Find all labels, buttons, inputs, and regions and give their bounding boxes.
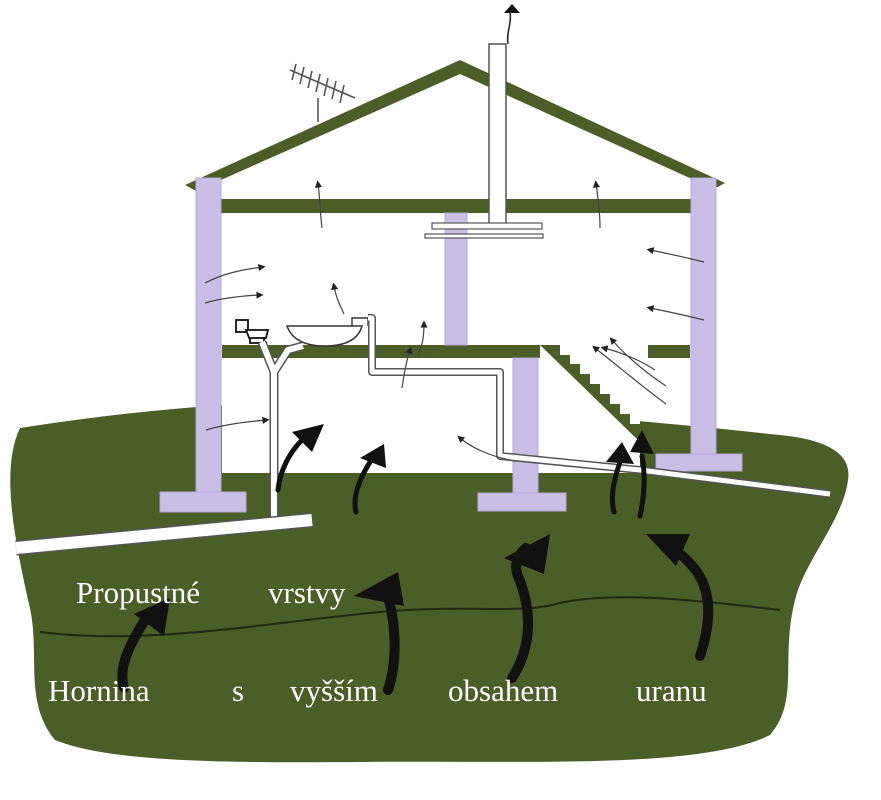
vent-exhaust-arrow bbox=[504, 4, 520, 13]
air-arrow bbox=[646, 305, 705, 321]
air-arrow bbox=[204, 291, 264, 304]
ground-floor-right bbox=[648, 345, 690, 358]
vent-flange-lower bbox=[424, 233, 544, 239]
label-obsahem: obsahem bbox=[448, 673, 558, 708]
toilet-icon bbox=[235, 319, 270, 344]
air-arrow bbox=[646, 247, 705, 263]
air-arrow bbox=[401, 346, 413, 389]
radon-arrowhead bbox=[606, 442, 634, 464]
label-s: s bbox=[232, 673, 244, 708]
vent-pipe bbox=[488, 43, 507, 225]
center-column-lower bbox=[512, 357, 539, 501]
air-arrow bbox=[204, 263, 266, 284]
sink-icon bbox=[285, 325, 363, 347]
label-uranu: uranu bbox=[636, 673, 707, 708]
radon-arrowhead bbox=[646, 534, 690, 566]
drain-pipes bbox=[15, 314, 831, 556]
air-flow-arrows bbox=[204, 180, 705, 461]
label-hornina: Hornina bbox=[48, 673, 150, 708]
center-column-upper bbox=[444, 212, 468, 346]
tv-antenna-icon bbox=[289, 63, 356, 122]
radon-arrowhead bbox=[504, 534, 550, 574]
air-arrow bbox=[609, 337, 667, 387]
vent-flange bbox=[431, 222, 543, 230]
sink-faucet bbox=[351, 317, 369, 326]
center-footing bbox=[477, 492, 567, 512]
staircase bbox=[540, 345, 655, 442]
radon-arrow-bold bbox=[117, 607, 155, 693]
radon-arrows bbox=[117, 424, 714, 695]
air-arrow bbox=[600, 345, 656, 371]
right-footing bbox=[655, 453, 743, 472]
radon-arrowhead bbox=[134, 598, 170, 636]
radon-arrowhead bbox=[292, 424, 324, 452]
air-arrow bbox=[205, 416, 270, 431]
radon-arrow-medium bbox=[275, 437, 305, 493]
air-arrow bbox=[457, 435, 511, 461]
label-propustne: Propustné bbox=[76, 575, 200, 610]
radon-arrowhead bbox=[354, 572, 404, 606]
air-arrow bbox=[314, 180, 323, 229]
left-wall bbox=[195, 177, 222, 501]
attic-floor bbox=[218, 199, 693, 213]
label-vrstvy: vrstvy bbox=[268, 575, 346, 610]
air-arrow bbox=[417, 320, 428, 356]
roof bbox=[185, 60, 725, 191]
radon-arrowhead bbox=[630, 430, 654, 454]
left-footing bbox=[159, 491, 247, 513]
radon-arrow-medium bbox=[352, 459, 373, 515]
vent-exhaust-line bbox=[506, 11, 512, 45]
air-arrow bbox=[592, 345, 667, 405]
label-vyssim: vyšším bbox=[290, 673, 378, 708]
layer-boundary bbox=[39, 596, 781, 638]
radon-arrow-medium bbox=[637, 453, 647, 519]
radon-arrowhead bbox=[360, 444, 386, 468]
right-wall bbox=[690, 177, 717, 461]
air-arrow bbox=[592, 180, 601, 229]
radon-arrow-medium bbox=[609, 459, 623, 515]
air-arrow bbox=[331, 282, 345, 315]
